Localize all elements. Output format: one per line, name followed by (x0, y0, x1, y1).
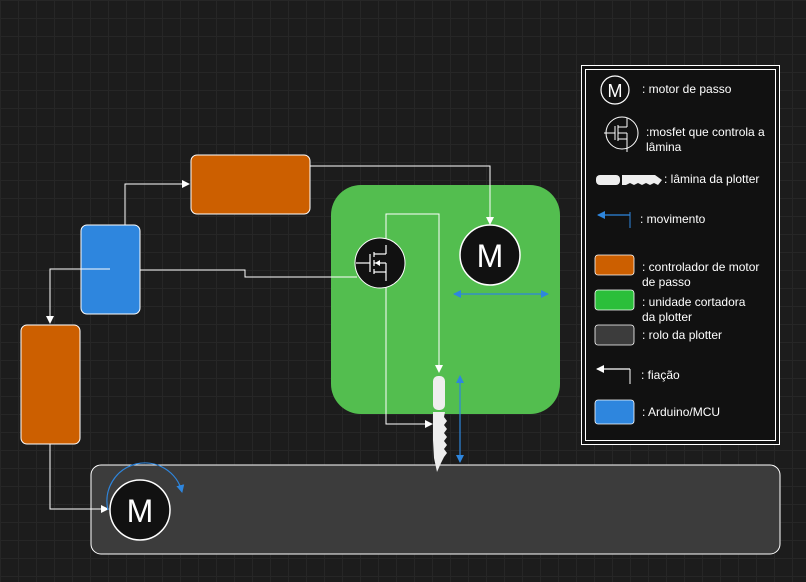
legend-label-wiring: : fiação (641, 368, 680, 382)
legend-label-motor: : motor de passo (642, 82, 732, 96)
legend-label-cutter: : unidade cortadora da plotter (642, 295, 746, 324)
wire-top-controller-to-motor (310, 165, 494, 225)
wire-arduino-to-top-controller (124, 180, 190, 225)
controller-top (190, 154, 311, 215)
svg-text:M: M (477, 238, 504, 274)
blade (433, 376, 447, 472)
mosfet-icon (354, 237, 406, 289)
wire-left-controller-to-roller-motor (49, 444, 109, 513)
wiring (46, 165, 494, 513)
wire-arduino-to-mosfet (140, 269, 357, 278)
legend-label-arduino: : Arduino/MCU (642, 405, 721, 419)
legend-label-mosfet: :mosfet que controla a lâmina (646, 125, 765, 154)
legend (581, 65, 780, 445)
plotter-roller (90, 464, 781, 555)
wire-blade-loop (385, 280, 433, 428)
cutter-unit (331, 185, 560, 414)
svg-text:M: M (127, 493, 154, 529)
wire-arduino-to-left-controller (46, 268, 110, 324)
rotation-arrow (106, 462, 185, 511)
wire-mosfet-to-blade (385, 213, 443, 373)
legend-label-movement: : movimento (640, 212, 706, 226)
legend-border (585, 69, 776, 441)
roller-motor: M (106, 462, 185, 541)
cutter-motor: M (459, 224, 521, 286)
legend-label-roller: : rolo da plotter (642, 328, 723, 342)
legend-label-controller: : controlador de motor de passo (642, 260, 760, 289)
legend-label-blade: : lâmina da plotter (664, 172, 760, 186)
controller-left (20, 324, 81, 445)
